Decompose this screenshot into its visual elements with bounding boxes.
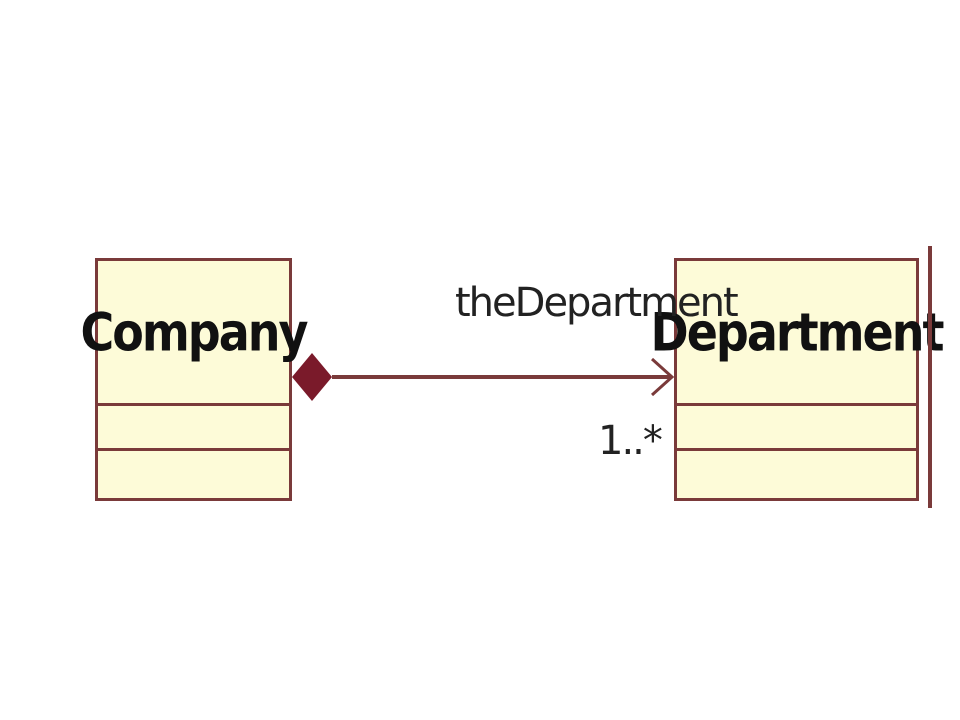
attributes-compartment <box>98 406 289 451</box>
class-name-compartment: Company <box>81 261 309 406</box>
adjacent-class-border-fragment <box>928 246 932 508</box>
association-multiplicity: 1..* <box>598 418 663 464</box>
class-name: Department <box>650 300 945 364</box>
class-department[interactable]: Department <box>651 258 944 501</box>
attributes-compartment <box>677 406 916 451</box>
association-role-name: theDepartment <box>455 280 739 326</box>
class-name: Company <box>80 300 309 364</box>
navigability-arrowhead-icon <box>650 357 675 397</box>
class-name-compartment: Department <box>651 261 944 406</box>
operations-compartment <box>98 451 289 498</box>
class-company[interactable]: Company <box>81 258 309 501</box>
operations-compartment <box>677 451 916 498</box>
